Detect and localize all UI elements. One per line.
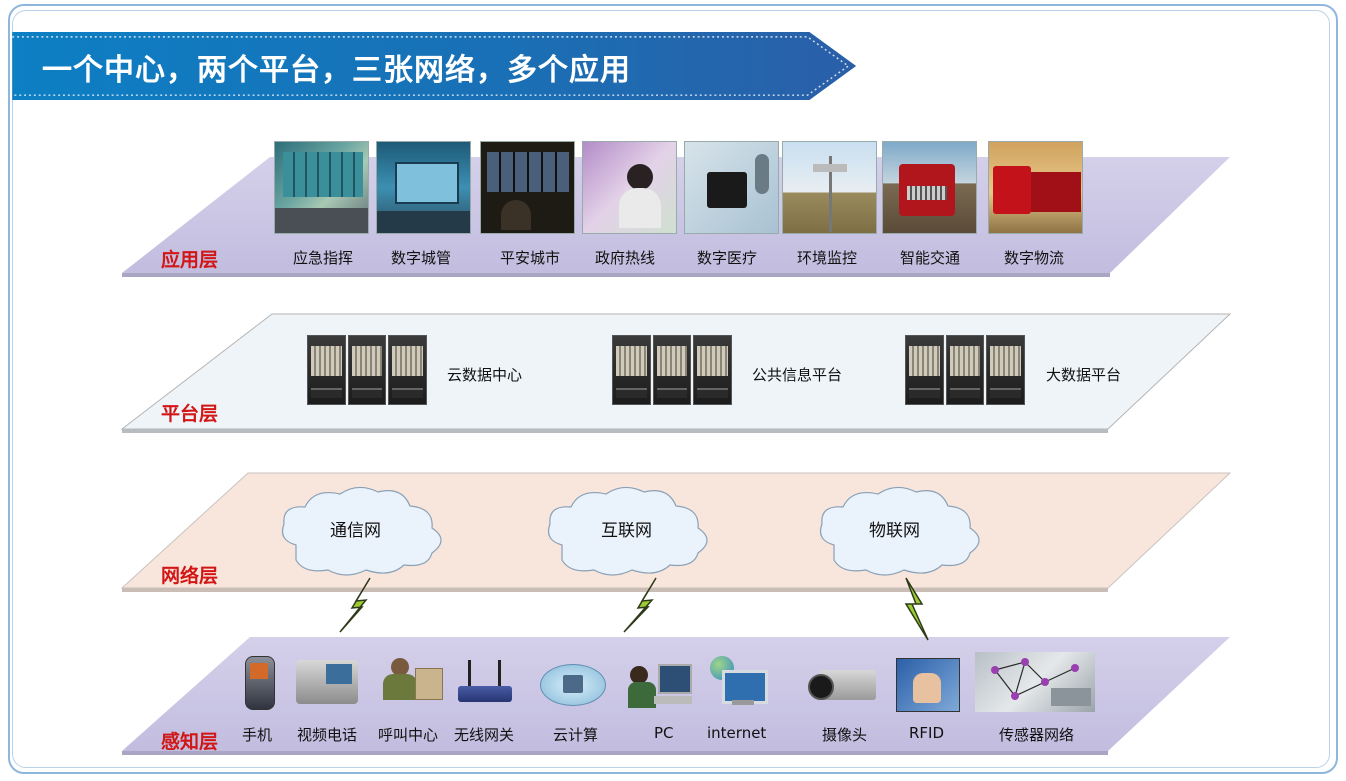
camera-icon <box>806 664 878 704</box>
title-banner <box>12 32 857 101</box>
app-caption: 应急指挥 <box>293 249 354 267</box>
platform-caption: 云数据中心 <box>447 366 523 384</box>
lightning-icon <box>623 577 657 633</box>
platform-caption: 公共信息平台 <box>752 366 843 384</box>
mobile-phone-icon <box>245 656 275 710</box>
device-caption: 视频电话 <box>297 726 358 744</box>
banner-title: 一个中心，两个平台，三张网络，多个应用 <box>42 53 631 88</box>
device-caption: 传感器网络 <box>999 726 1075 744</box>
app-caption: 政府热线 <box>595 249 656 267</box>
device-caption: 云计算 <box>553 726 599 744</box>
cloud-compute-icon <box>540 664 606 706</box>
internet-icon <box>708 656 768 708</box>
network-caption: 物联网 <box>869 521 920 541</box>
server-rack-icon <box>307 335 428 405</box>
cloud-icon <box>281 486 442 576</box>
inner-frame <box>12 10 1330 768</box>
outer-frame <box>8 4 1338 774</box>
pc-icon <box>628 660 694 710</box>
call-center-icon <box>383 656 443 706</box>
cloud-icon <box>819 486 980 576</box>
server-rack-icon <box>905 335 1026 405</box>
device-caption: internet <box>707 724 767 742</box>
device-caption: 摄像头 <box>822 726 868 744</box>
security-monitor-icon <box>480 141 575 234</box>
wireless-router-icon <box>456 660 514 706</box>
app-caption: 数字物流 <box>1004 249 1065 267</box>
app-caption: 数字城管 <box>391 249 452 267</box>
weather-station-icon <box>782 141 877 234</box>
cloud-icon <box>547 486 708 576</box>
logistics-truck-icon <box>988 141 1083 234</box>
app-caption: 环境监控 <box>797 249 858 267</box>
hotline-operator-icon <box>582 141 677 234</box>
network-layer-label: 网络层 <box>161 565 219 587</box>
rfid-icon <box>896 658 960 712</box>
device-caption: 呼叫中心 <box>378 726 439 744</box>
device-caption: 手机 <box>242 726 273 744</box>
server-rack-icon <box>612 335 733 405</box>
lightning-icon <box>904 577 929 641</box>
device-caption: RFID <box>909 724 945 742</box>
app-caption: 智能交通 <box>900 249 961 267</box>
video-phone-icon <box>296 660 358 704</box>
network-caption: 通信网 <box>330 521 381 541</box>
medical-device-icon <box>684 141 779 234</box>
city-mgmt-room-icon <box>376 141 471 234</box>
platform-caption: 大数据平台 <box>1046 366 1122 384</box>
platform-layer-label: 平台层 <box>161 403 219 425</box>
truck-icon <box>882 141 977 234</box>
command-wall-icon <box>274 141 369 234</box>
device-caption: 无线网关 <box>454 726 515 744</box>
app-caption: 平安城市 <box>500 249 561 267</box>
network-caption: 互联网 <box>601 521 652 541</box>
device-caption: PC <box>654 724 674 742</box>
application-layer-label: 应用层 <box>161 249 219 271</box>
sensor-network-icon <box>975 652 1095 712</box>
perception-layer-label: 感知层 <box>161 731 219 753</box>
lightning-icon <box>339 577 371 633</box>
app-caption: 数字医疗 <box>697 249 758 267</box>
